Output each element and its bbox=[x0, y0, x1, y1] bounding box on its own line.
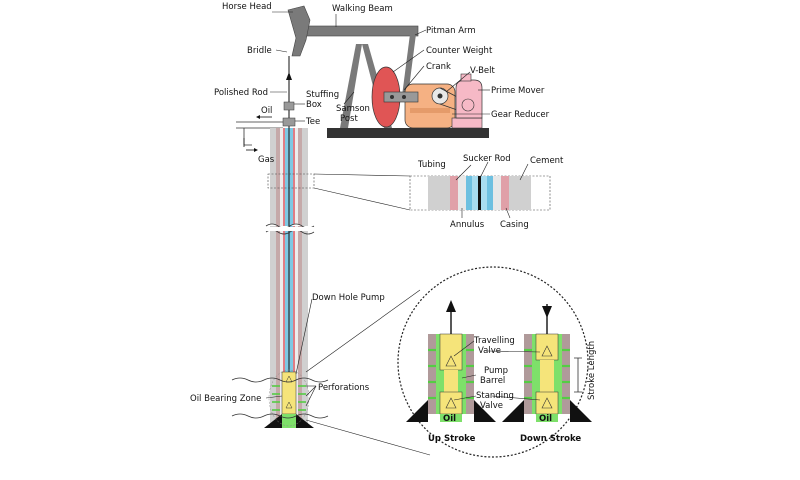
horse-head bbox=[287, 5, 311, 57]
label-perforations: Perforations bbox=[318, 383, 370, 393]
xs-tubing-left bbox=[466, 176, 472, 210]
tee bbox=[282, 117, 296, 127]
label-standing-valve-1: Standing bbox=[476, 391, 514, 401]
well-bore bbox=[231, 128, 329, 428]
up-stroke-pump bbox=[406, 300, 496, 422]
label-pump-barrel-1: Pump bbox=[484, 366, 508, 376]
label-up-stroke: Up Stroke bbox=[428, 434, 476, 444]
label-samson-post-2: Post bbox=[340, 114, 358, 124]
prime-mover-stand bbox=[451, 117, 483, 129]
stuffing-box bbox=[283, 101, 295, 111]
label-stuffing-box-1: Stuffing bbox=[306, 90, 339, 100]
label-oil-bearing-zone: Oil Bearing Zone bbox=[190, 394, 261, 404]
pump-jack bbox=[287, 5, 489, 138]
casing-left bbox=[276, 128, 280, 428]
label-stuffing-box-2: Box bbox=[306, 100, 322, 110]
label-counter-weight: Counter Weight bbox=[426, 46, 493, 56]
label-standing-valve-2: Valve bbox=[480, 401, 503, 411]
samson-post bbox=[340, 44, 362, 128]
label-tubing: Tubing bbox=[417, 160, 446, 170]
label-pitman-arm: Pitman Arm bbox=[426, 26, 476, 36]
xs-casing-right bbox=[501, 176, 509, 210]
tubing-right bbox=[293, 128, 295, 378]
walking-beam bbox=[299, 25, 419, 37]
label-oil-up-stroke: Oil bbox=[443, 414, 456, 424]
label-v-belt: V-Belt bbox=[470, 66, 496, 76]
cement-left bbox=[270, 128, 276, 428]
label-crank: Crank bbox=[426, 62, 451, 72]
cross-section-callout-box bbox=[267, 173, 315, 189]
cross-section-detail bbox=[409, 175, 551, 211]
label-bridle: Bridle bbox=[247, 46, 272, 56]
label-polished-rod: Polished Rod bbox=[214, 88, 268, 98]
oil-bearing-zone-top bbox=[231, 377, 329, 383]
label-down-hole-pump: Down Hole Pump bbox=[312, 293, 385, 303]
label-gear-reducer: Gear Reducer bbox=[491, 110, 550, 120]
stroke-length-bracket bbox=[574, 357, 582, 393]
xs-cement-right bbox=[509, 176, 531, 210]
tubing-left bbox=[283, 128, 285, 378]
label-pump-barrel-2: Barrel bbox=[480, 376, 505, 386]
xs-casing-left bbox=[450, 176, 458, 210]
pitman-arm bbox=[402, 34, 416, 96]
label-down-stroke: Down Stroke bbox=[520, 434, 581, 444]
oil-at-pump bbox=[282, 414, 296, 428]
label-sucker-rod: Sucker Rod bbox=[463, 154, 511, 164]
label-oil-down-stroke: Oil bbox=[539, 414, 552, 424]
down-stroke-pump bbox=[502, 304, 592, 422]
label-walking-beam: Walking Beam bbox=[332, 4, 393, 14]
label-annulus: Annulus bbox=[450, 220, 485, 230]
label-gas: Gas bbox=[258, 155, 275, 165]
cement-right bbox=[302, 128, 308, 428]
perforations-wellbore bbox=[272, 385, 306, 411]
pump-jack-base bbox=[327, 128, 489, 138]
label-travelling-valve-1: Travelling bbox=[473, 336, 515, 346]
label-cement: Cement bbox=[530, 156, 564, 166]
label-casing: Casing bbox=[500, 220, 529, 230]
label-travelling-valve-2: Valve bbox=[478, 346, 501, 356]
label-samson-post-1: Samson bbox=[336, 104, 370, 114]
label-horse-head: Horse Head bbox=[222, 2, 272, 12]
xs-cement-left bbox=[428, 176, 450, 210]
label-prime-mover: Prime Mover bbox=[491, 86, 545, 96]
casing-right bbox=[298, 128, 302, 428]
xs-sucker-rod bbox=[478, 176, 481, 210]
label-stroke-length: Stroke Length bbox=[587, 341, 597, 400]
crank bbox=[383, 91, 419, 103]
label-oil: Oil bbox=[261, 106, 272, 116]
xs-tubing-right bbox=[487, 176, 493, 210]
oil-bearing-zone-bottom bbox=[231, 413, 329, 419]
label-tee: Tee bbox=[305, 117, 320, 127]
